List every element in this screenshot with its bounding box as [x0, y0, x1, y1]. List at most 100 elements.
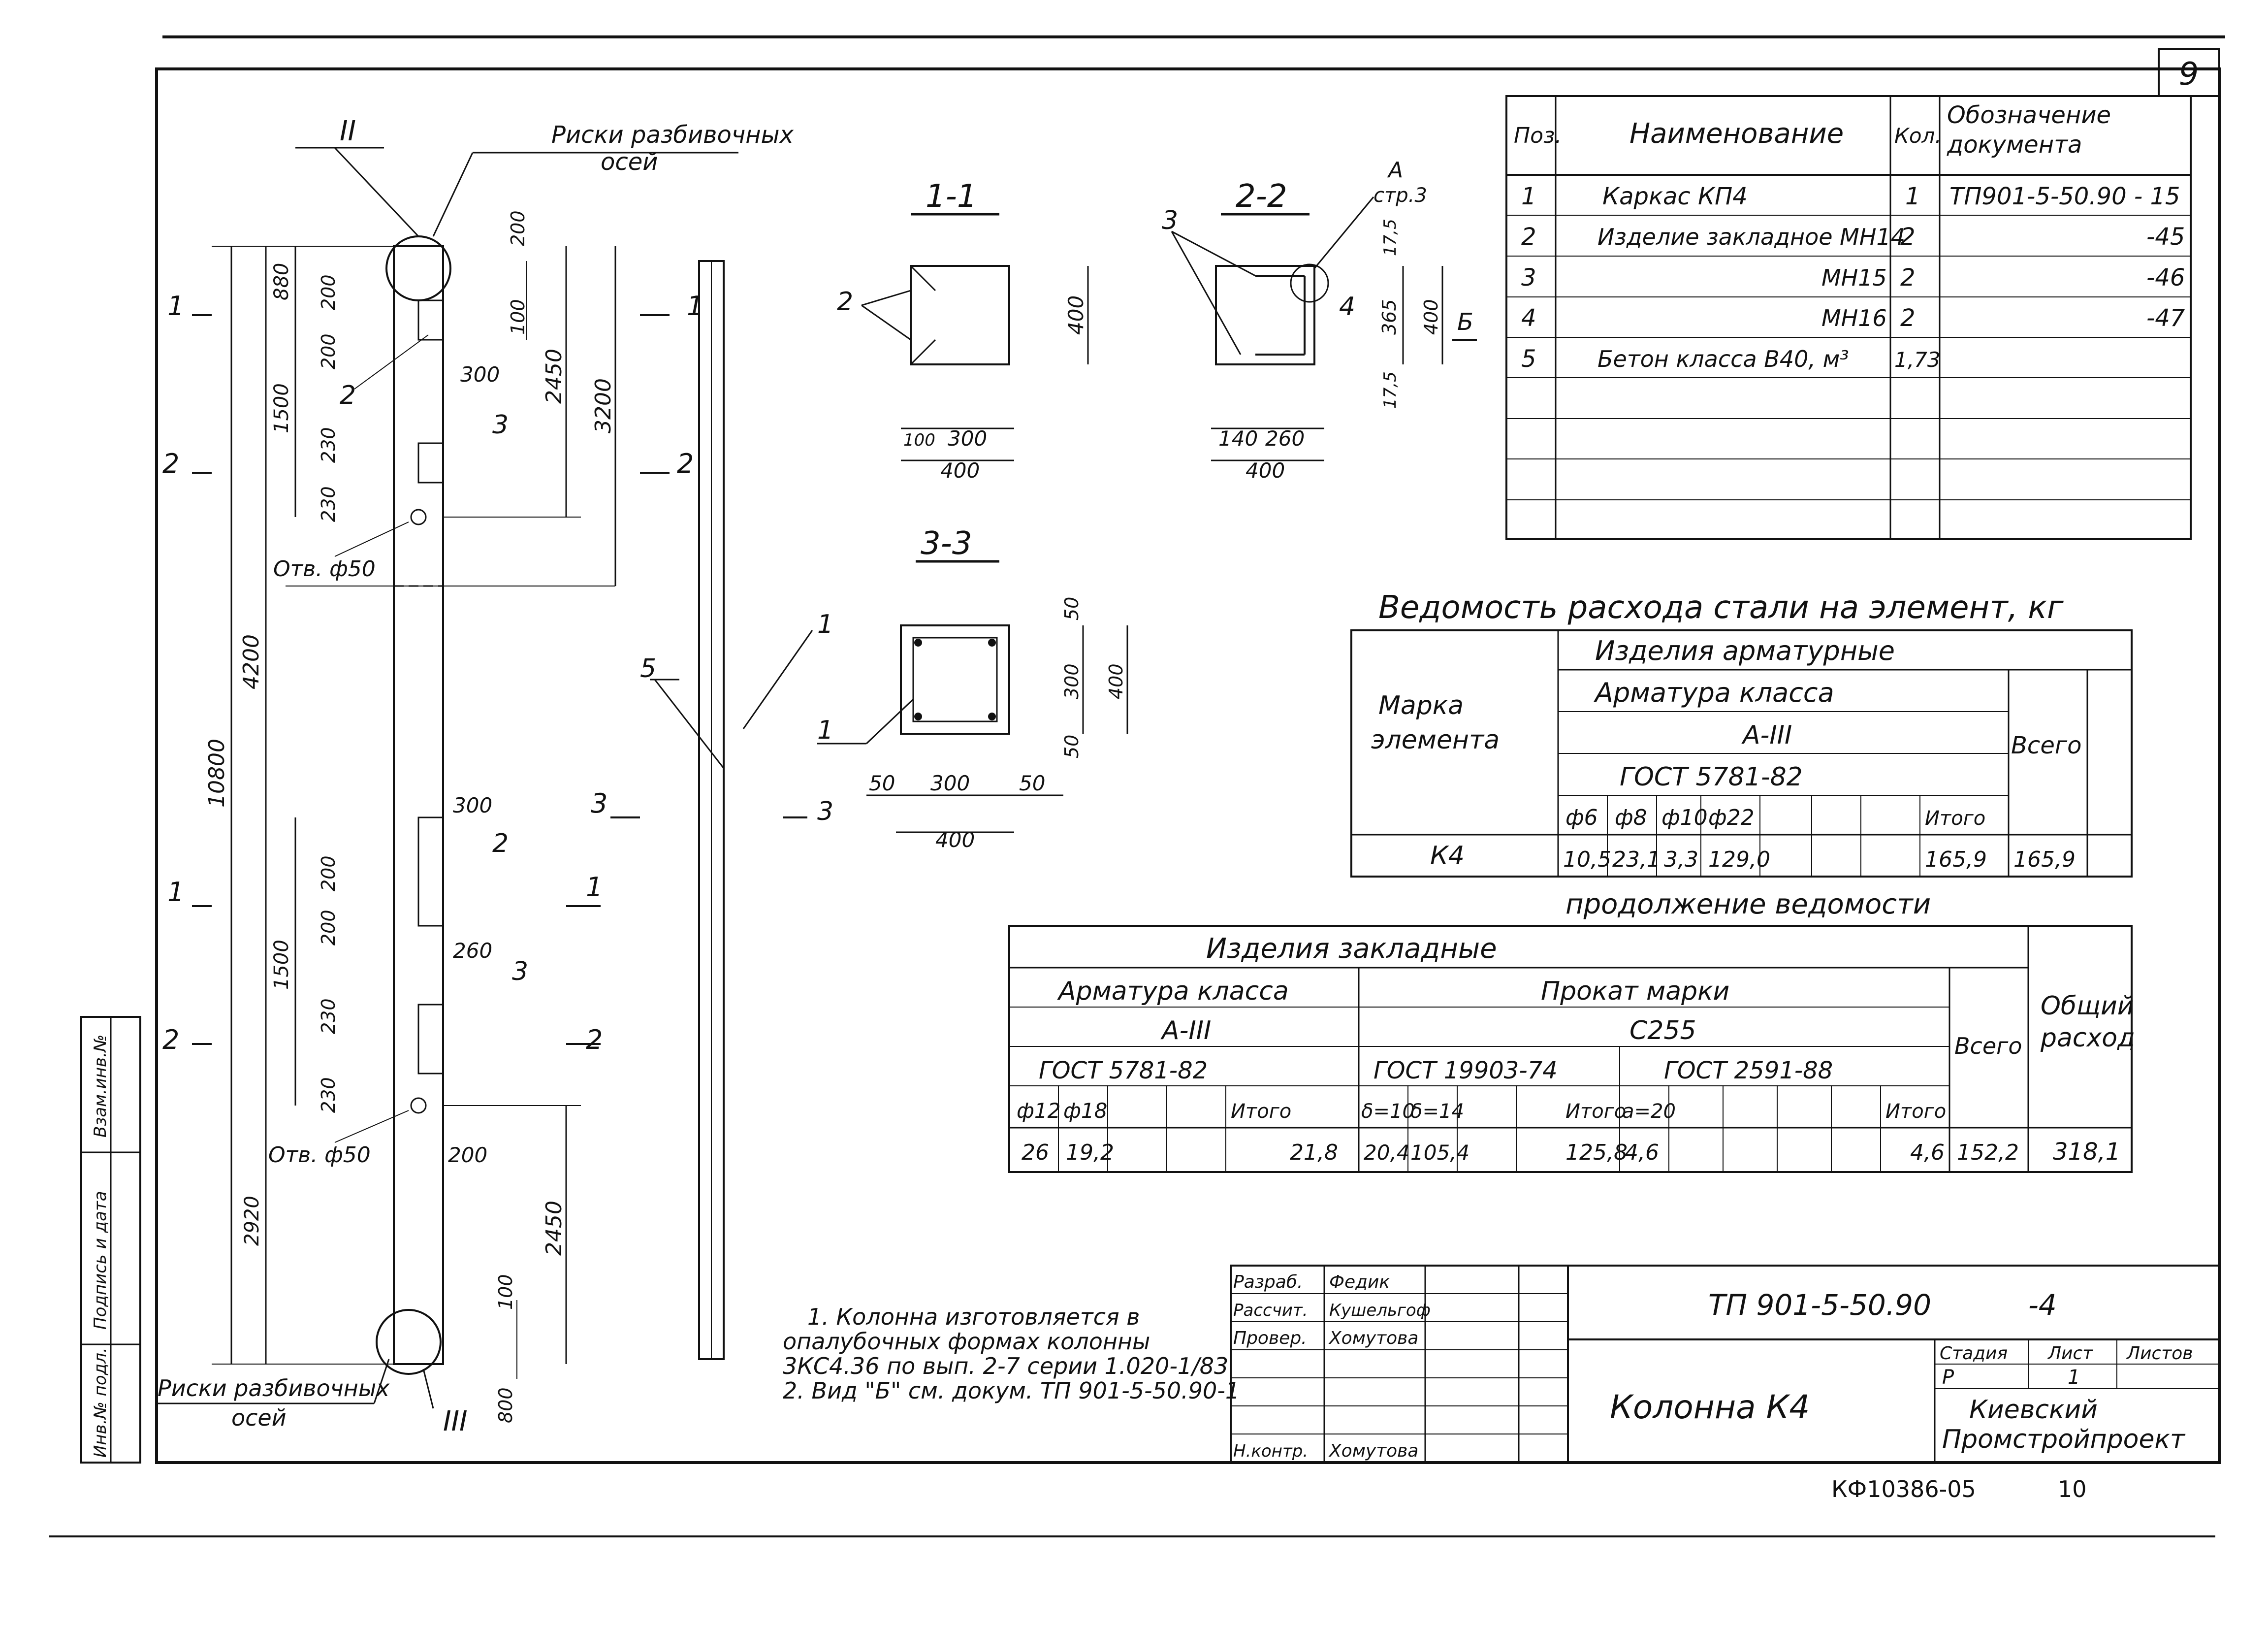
- drawing-label: a=20: [1622, 1100, 1676, 1123]
- drawing-label: МН15: [1821, 264, 1887, 291]
- steel-row-mark: К4: [1430, 841, 1465, 871]
- steel-total: Всего: [2011, 732, 2081, 759]
- drawing-label: 2: [1900, 264, 1916, 292]
- drawing-label: 1,73: [1894, 348, 1941, 372]
- steel-mark-2: элемента: [1371, 725, 1500, 755]
- drawing-label: Итого: [1565, 1100, 1626, 1123]
- drawing-label: 21,8: [1290, 1140, 1338, 1165]
- archive-page: 10: [2058, 1476, 2087, 1502]
- pos-3-bottom: 3: [512, 957, 528, 986]
- dim-1500-top: 1500: [270, 383, 293, 433]
- drawing-label: -45: [2146, 223, 2185, 251]
- note-1c: 3КС4.36 по вып. 2-7 серии 1.020-1/83: [783, 1353, 1228, 1379]
- drawing-label: 2: [1900, 304, 1916, 332]
- dim-2920: 2920: [241, 1196, 263, 1246]
- drawing-label: Итого: [1231, 1100, 1291, 1123]
- section-3-3: [783, 560, 1128, 833]
- spec-h-pos: Поз.: [1514, 123, 1562, 148]
- sec-2-right-top: 2: [677, 448, 694, 479]
- drawing-label: 1: [1905, 183, 1920, 210]
- dim-300-top: 300: [460, 362, 500, 387]
- doc-suffix: -4: [2028, 1288, 2057, 1322]
- s33-dim50b: 50: [1019, 771, 1045, 795]
- s11-pos2: 2: [837, 287, 853, 317]
- doc-code: ТП 901-5-50.90: [1708, 1288, 1931, 1322]
- org-1: Киевский: [1969, 1395, 2098, 1425]
- steel-class-val: А-III: [1741, 720, 1792, 750]
- cont-table: [1008, 925, 2133, 1173]
- s22-dim400v: 400: [1420, 299, 1442, 335]
- drawing-label: δ=10: [1361, 1100, 1415, 1123]
- dim-200-b: 200: [318, 333, 339, 369]
- cont-overall-1: Общий: [2041, 991, 2134, 1021]
- drawing-label: 5: [1521, 345, 1536, 373]
- drawing-label: Кушельгоф: [1329, 1301, 1431, 1320]
- s33-dim300: 300: [930, 771, 970, 795]
- drawing-label: 105,4: [1410, 1140, 1469, 1165]
- sec-2-left-top: 2: [162, 448, 179, 479]
- sec-2-right-bot: 2: [586, 1024, 603, 1055]
- cont-rolled: Прокат марки: [1541, 977, 1729, 1006]
- drawing-label: 2: [1521, 223, 1536, 251]
- s22-viewref: А: [1387, 158, 1403, 183]
- drawing-label: Н.контр.: [1233, 1441, 1308, 1461]
- drawing-label: 129,0: [1708, 847, 1770, 872]
- dim-2450-bottom: 2450: [542, 1201, 567, 1256]
- title-block: [1230, 1265, 2220, 1464]
- spec-h-qty: Кол.: [1894, 124, 1942, 148]
- s33-dim400: 400: [935, 828, 975, 852]
- dim-3200: 3200: [591, 378, 616, 433]
- steel-table-title: Ведомость расхода стали на элемент, кг: [1378, 589, 2064, 626]
- drawing-label: Инв.№ подл.: [91, 1347, 110, 1458]
- drawing-label: -46: [2146, 264, 2185, 292]
- cont-arm: Арматура класса: [1057, 977, 1289, 1006]
- drawing-label: Бетон класса В40, м³: [1597, 346, 1849, 372]
- drawing-label: 152,2: [1957, 1140, 2019, 1165]
- s22-viewpage: стр.3: [1374, 184, 1427, 207]
- pos-2-bottom: 2: [492, 829, 509, 858]
- drawing-label: -47: [2146, 304, 2185, 332]
- cont-rolled-gost1: ГОСТ 19903-74: [1374, 1057, 1558, 1084]
- sec-1-left-top: 1: [167, 291, 184, 322]
- sec-3-mark: 3: [591, 788, 607, 819]
- dim-200-top: 200: [507, 210, 529, 246]
- s33-dim50v: 50: [1061, 597, 1083, 620]
- hole-label-top: Отв. ф50: [273, 556, 376, 582]
- dim-230-d: 230: [318, 1077, 339, 1113]
- node-bottom: [376, 1309, 442, 1375]
- steel-gost: ГОСТ 5781-82: [1620, 762, 1803, 792]
- section-2-2-title: 2-2: [1236, 178, 1287, 215]
- spec-h-doc-1: Обозначение: [1947, 101, 2111, 129]
- sec-1-right-bot: 1: [586, 872, 603, 903]
- steel-table: [1350, 629, 2133, 878]
- s11-dim400v: 400: [1064, 295, 1088, 335]
- section-2-2: [1171, 196, 1477, 461]
- drawing-label: Изделие закладное МН14: [1597, 224, 1905, 250]
- pos-1-side-label: 1: [817, 610, 833, 639]
- drawing-label: 3,3: [1664, 847, 1698, 872]
- node-bottom-label: III: [443, 1405, 468, 1437]
- drawing-label: 2: [1900, 223, 1916, 251]
- sheet-title: Колонна К4: [1610, 1388, 1810, 1426]
- drawing-label: 10,5: [1563, 847, 1611, 872]
- dim-260: 260: [453, 939, 492, 963]
- note-1b: опалубочных формах колонны: [783, 1328, 1150, 1355]
- drawing-label: 26: [1022, 1140, 1049, 1165]
- dim-200-c: 200: [318, 855, 339, 891]
- s11-dim300: 300: [948, 426, 987, 451]
- dim-300-bottom: 300: [453, 793, 492, 817]
- drawing-label: Р: [1942, 1366, 1954, 1389]
- drawing-label: 4,6: [1625, 1140, 1659, 1165]
- section-1-1: [861, 213, 1089, 461]
- s11-dim100: 100: [903, 430, 935, 450]
- side-view: [650, 260, 813, 1360]
- s22-dim365: 365: [1378, 299, 1400, 335]
- s33-sec3: 3: [817, 797, 833, 826]
- sec-2-left-bot: 2: [162, 1024, 179, 1055]
- cont-table-title: продолжение ведомости: [1565, 888, 1931, 920]
- dim-880: 880: [270, 263, 293, 300]
- s22-dim260: 260: [1265, 426, 1305, 451]
- drawing-label: МН16: [1821, 305, 1887, 331]
- dim-overall: 10800: [204, 739, 229, 808]
- drawing-label: ф6: [1565, 805, 1598, 830]
